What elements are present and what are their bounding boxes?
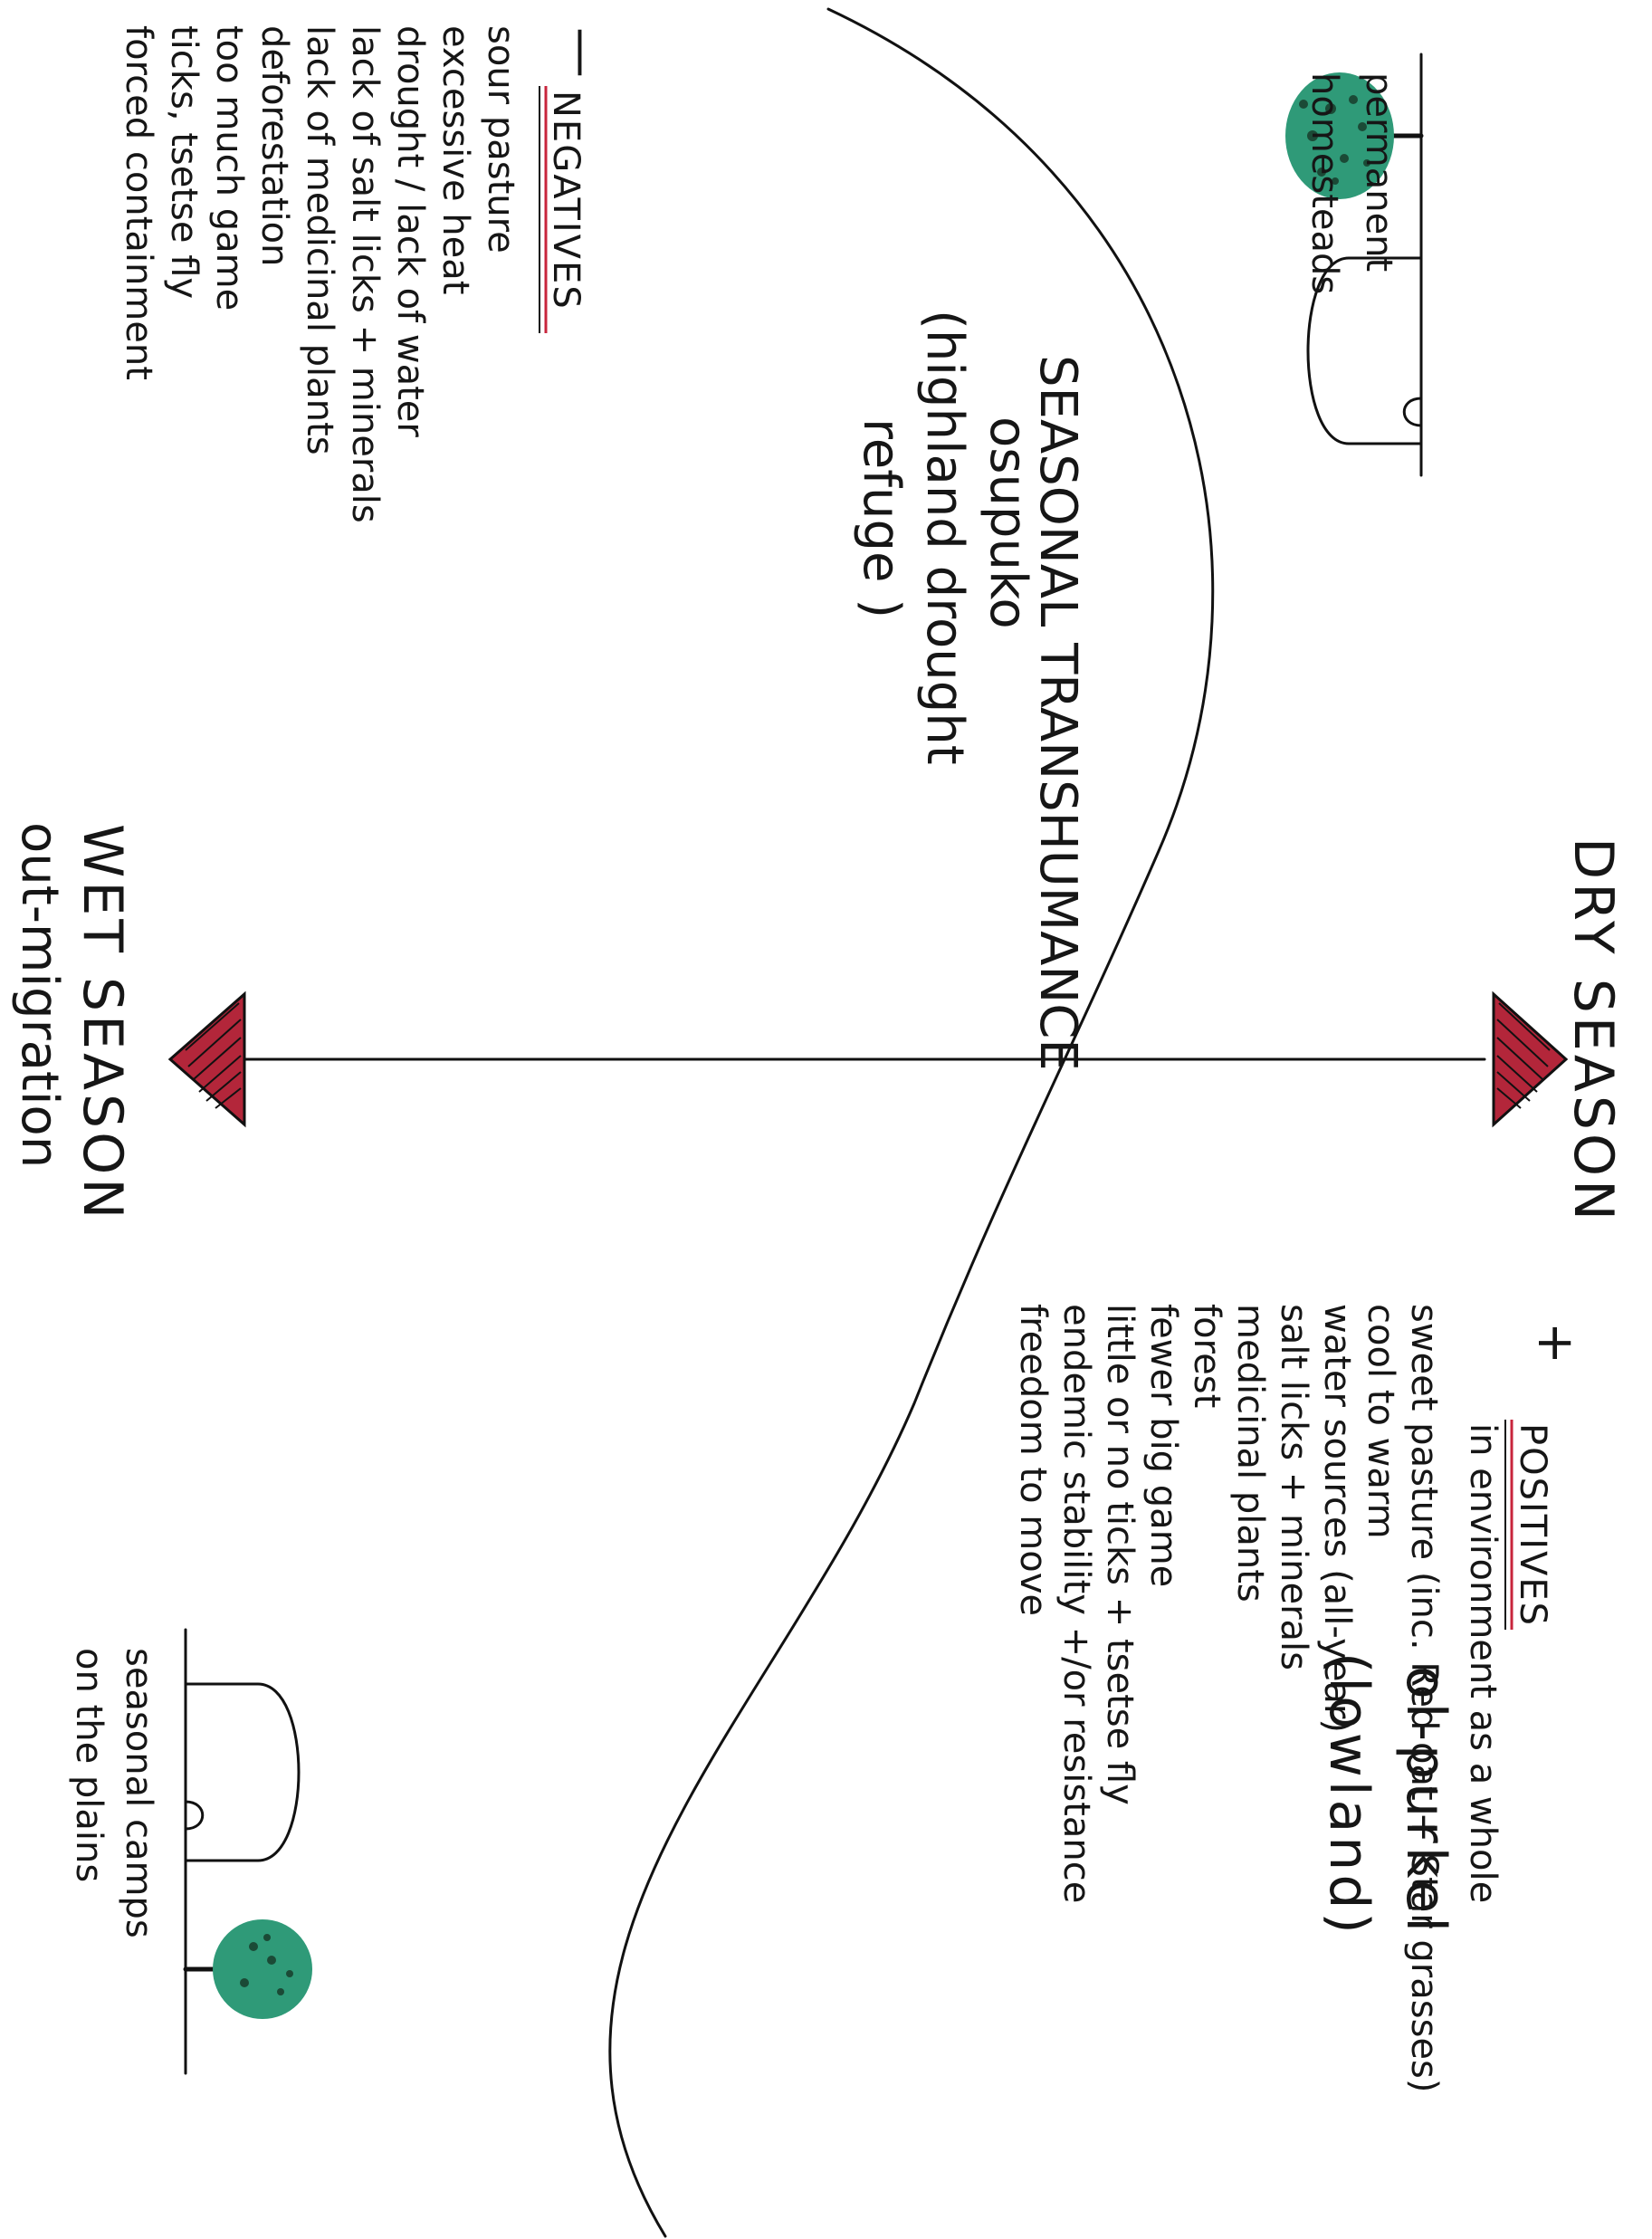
positives-item: salt licks + minerals [1273, 1304, 1314, 1670]
homestead-illustration [1285, 53, 1424, 477]
negatives-item: lack of salt licks + minerals [344, 25, 386, 523]
wet-season-label: WET SEASON [71, 824, 134, 1222]
negatives-item: deforestation [253, 25, 295, 266]
positives-item: forest [1186, 1304, 1227, 1408]
positives-item: fewer big game [1142, 1304, 1184, 1587]
negatives-item: forced containment [118, 25, 159, 380]
positives-item: cool to warm [1360, 1304, 1401, 1539]
olpurkel-description: (lowland) [1317, 1652, 1380, 1938]
camp-label: seasonal camps [118, 1648, 159, 1938]
positives-symbol: + [1526, 1322, 1585, 1364]
positives-item: freedom to move [1012, 1304, 1054, 1616]
negatives-item: sour pasture [480, 25, 521, 254]
camp-illustration [183, 1628, 312, 2075]
camp-label: on the plains [68, 1648, 110, 1882]
tree-icon [183, 1919, 312, 2019]
negatives-item: ticks, tsetse fly [163, 25, 205, 299]
negatives-item: too much game [208, 25, 250, 311]
osupuko-name: osupuko [979, 416, 1037, 629]
dry-season-label: DRY SEASON [1561, 837, 1625, 1224]
arrowhead-icon [167, 990, 246, 1128]
negatives-item: drought / lack of water [389, 25, 431, 437]
olpurkel-name: ol-purkel [1394, 1666, 1457, 1936]
positives-item: water sources (all-year) [1316, 1304, 1358, 1733]
tree-icon [1285, 72, 1424, 199]
negatives-symbol: — [553, 27, 612, 78]
wet-season-sublabel: out-migration [10, 822, 69, 1168]
hut-icon [184, 1682, 301, 1862]
negatives-item: lack of medicinal plants [299, 25, 340, 455]
positives-heading: POSITIVES [1512, 1423, 1553, 1627]
arrowhead-icon [1492, 990, 1569, 1128]
negatives-item: excessive heat [434, 25, 476, 294]
homestead-label: permanent [1358, 72, 1399, 272]
positives-item: endemic stability +/or resistance [1055, 1304, 1097, 1903]
hut-icon [1306, 256, 1423, 445]
positives-item: medicinal plants [1229, 1304, 1271, 1603]
positives-item: little or no ticks + tsetse fly [1099, 1304, 1141, 1805]
osupuko-description: (highland drought [915, 310, 974, 765]
positives-item: sweet pasture (inc. Red oat + Star grass… [1403, 1304, 1445, 2092]
positives-subheading: in environment as a whole [1462, 1423, 1504, 1903]
negatives-heading: NEGATIVES [545, 91, 587, 311]
homestead-label: homesteads [1303, 72, 1345, 294]
axis-label: SEASONAL TRANSHUMANCE [1028, 355, 1087, 1071]
osupuko-description: refuge ) [852, 418, 911, 618]
elevation-curve [608, 7, 1215, 2238]
